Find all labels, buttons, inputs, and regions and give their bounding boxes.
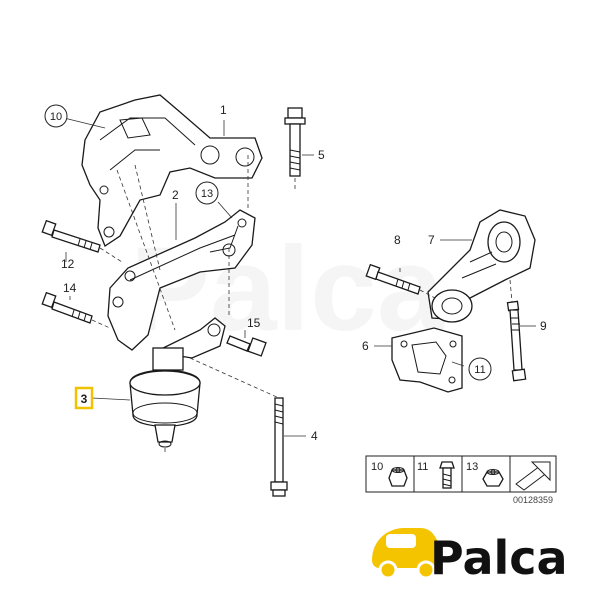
leader-line	[63, 117, 106, 129]
rear-mount-part-7	[427, 209, 536, 323]
highlighted-part-label-3: 3	[74, 386, 94, 410]
part-label-9: 9	[540, 319, 547, 333]
callout-13: 13	[195, 181, 219, 205]
legend-label-11: 11	[417, 461, 428, 473]
leader-line	[217, 201, 233, 219]
legend-label-13: 13	[466, 461, 478, 473]
centerline	[91, 319, 111, 329]
bracket-part-1	[81, 94, 263, 247]
leader-line	[451, 361, 465, 367]
palca-logo: Palca	[372, 528, 568, 585]
svg-text:13: 13	[201, 188, 213, 200]
bolt-part-9	[506, 300, 527, 382]
centerline	[419, 289, 436, 299]
svg-text:3: 3	[81, 392, 88, 406]
centerline	[99, 247, 123, 263]
bolt-part-4	[270, 397, 288, 497]
part-label-15: 15	[247, 316, 261, 330]
part-label-5: 5	[318, 148, 325, 162]
part-label-4: 4	[311, 429, 318, 443]
leader-line	[91, 397, 131, 401]
fastener-legend: 10 11 13	[365, 455, 557, 493]
part-label-2: 2	[172, 188, 179, 202]
centerline	[116, 169, 176, 331]
bolt-part-8	[365, 263, 421, 295]
diagram-number: 00128359	[513, 495, 553, 505]
bolt-part-15	[226, 335, 267, 357]
engine-mount-part-3	[129, 317, 226, 455]
part-label-12: 12	[61, 257, 75, 271]
centerline	[509, 279, 513, 303]
part-label-8: 8	[394, 233, 401, 247]
bolt-part-5	[284, 107, 306, 177]
bracket-part-2	[107, 209, 256, 351]
legend-label-10: 10	[371, 461, 383, 473]
callout-11: 11	[468, 357, 492, 381]
bolt-part-14	[41, 291, 93, 324]
svg-text:10: 10	[50, 111, 62, 123]
part-label-6: 6	[362, 339, 369, 353]
callout-10: 10	[44, 104, 68, 128]
arrow-icon	[515, 461, 551, 491]
svg-text:11: 11	[474, 364, 485, 376]
logo-text: Palca	[430, 531, 568, 585]
hex-bolt-icon	[439, 461, 455, 489]
plate-part-6	[391, 327, 463, 393]
centerline	[134, 164, 161, 271]
bolt-part-12	[41, 219, 101, 253]
part-label-1: 1	[220, 103, 227, 117]
hex-nut-icon	[482, 469, 504, 487]
centerline	[189, 357, 280, 399]
part-label-14: 14	[63, 281, 77, 295]
flange-nut-icon	[388, 467, 408, 487]
car-icon	[372, 528, 442, 580]
part-label-7: 7	[428, 233, 435, 247]
